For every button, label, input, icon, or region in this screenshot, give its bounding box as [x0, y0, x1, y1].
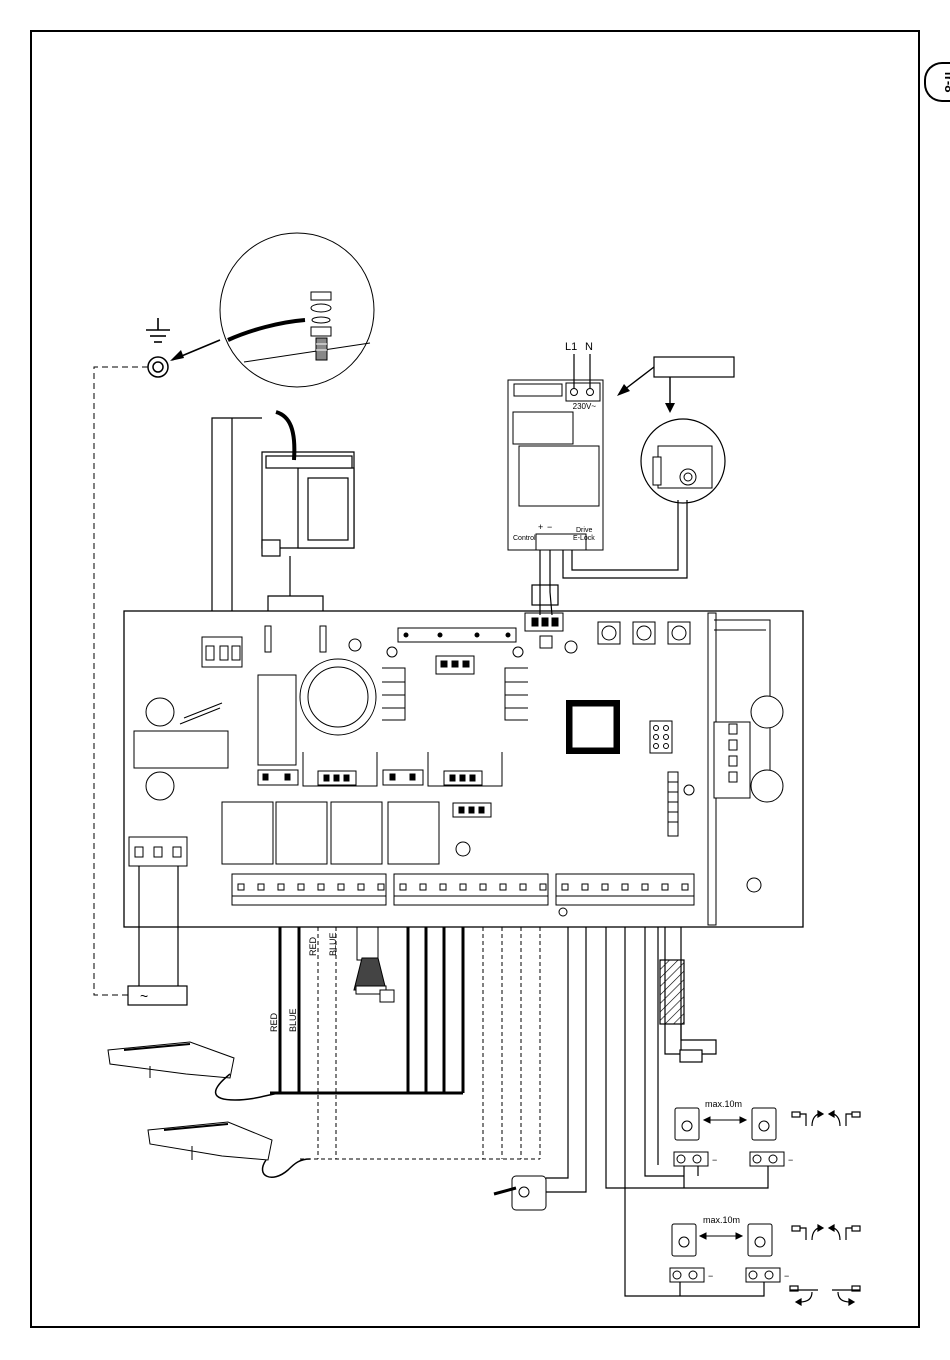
terminal-screw: [520, 884, 526, 890]
terminal-screw: [358, 884, 364, 890]
terminal-screw: [440, 884, 446, 890]
terminal-screw: [682, 884, 688, 890]
right-motor-red-label: RED: [308, 936, 318, 956]
left-motor-blue-label: BLUE: [288, 1008, 298, 1032]
gate-opening-direction-icons-lower: [792, 1225, 860, 1240]
elock-voltage-label: 230V~: [573, 402, 597, 411]
key-switch: [494, 1176, 546, 1210]
relays: [222, 802, 439, 864]
gate-actuator-upper: [108, 1042, 280, 1100]
antenna-cable: [660, 927, 716, 1062]
terminal-screw: [480, 884, 486, 890]
transformer: [262, 412, 354, 556]
terminal-screw: [318, 884, 324, 890]
callout-arrowhead-module: [617, 384, 630, 396]
supply-symbol: ~: [140, 988, 148, 1004]
electric-lock: [641, 419, 725, 503]
upper-photocell-distance: max.10m: [705, 1099, 742, 1109]
elock-minus-label: −: [547, 522, 552, 532]
supply-box: [128, 986, 187, 1005]
elock-plus-label: +: [538, 522, 543, 532]
mains-n-label: N: [585, 341, 593, 353]
gate-opening-direction-icons-upper: [792, 1111, 860, 1126]
elock-elock-label: E-Lock: [573, 535, 595, 542]
gate-closing-direction-icons: [790, 1286, 860, 1305]
right-motor-blue-label: BLUE: [328, 932, 338, 956]
mount-hole: [456, 842, 470, 856]
upper-photocell-minus-b: −: [788, 1155, 793, 1165]
terminal-screw: [420, 884, 426, 890]
key-switch-terminal-marker: [559, 908, 567, 916]
flashing-light: [354, 927, 394, 1002]
supply-terminal-block: [129, 837, 187, 866]
terminal-screw: [460, 884, 466, 890]
terminal-screw: [540, 884, 546, 890]
microcontroller-chip: [566, 700, 620, 754]
terminal-screw: [602, 884, 608, 890]
mount-hole: [565, 641, 577, 653]
mount-hole: [747, 878, 761, 892]
terminal-screw: [338, 884, 344, 890]
earth-terminal: [148, 357, 168, 377]
key-switch-wires: [546, 927, 586, 1192]
terminal-screw: [662, 884, 668, 890]
earth-detail-magnifier: [220, 233, 374, 387]
terminal-screw: [278, 884, 284, 890]
callout-arrowhead-lock: [665, 403, 675, 413]
terminal-screw: [622, 884, 628, 890]
motor-wires-dashed: [300, 927, 540, 1159]
elock-control-label: Control: [513, 535, 536, 542]
push-buttons: [598, 622, 690, 644]
terminal-screw: [400, 884, 406, 890]
photocell-pair-lower: [670, 1224, 780, 1282]
mains-l1-label: L1: [565, 341, 577, 353]
lower-photocell-minus-b: −: [784, 1271, 789, 1281]
terminal-screw: [500, 884, 506, 890]
terminal-screw: [642, 884, 648, 890]
elock-drive-label: Drive: [576, 527, 592, 534]
earth-pointer-arrowhead: [170, 350, 184, 361]
terminal-screw: [378, 884, 384, 890]
motor-wires-thick: [270, 927, 463, 1093]
gate-actuator-lower: [148, 1122, 310, 1177]
lower-photocell-distance: max.10m: [703, 1215, 740, 1225]
lower-photocell-minus-a: −: [708, 1271, 713, 1281]
terminal-screw: [562, 884, 568, 890]
left-motor-red-label: RED: [269, 1012, 279, 1032]
mount-hole: [349, 639, 361, 651]
photocell-pair-upper: [674, 1108, 784, 1166]
earth-symbol: [146, 318, 170, 342]
jumpers: [650, 721, 672, 753]
upper-photocell-minus-a: −: [712, 1155, 717, 1165]
terminal-screw: [238, 884, 244, 890]
terminal-screw: [582, 884, 588, 890]
power-terminal-block: [202, 637, 242, 667]
terminal-screw: [258, 884, 264, 890]
terminal-screw: [298, 884, 304, 890]
elock-callout-box: [654, 357, 734, 377]
